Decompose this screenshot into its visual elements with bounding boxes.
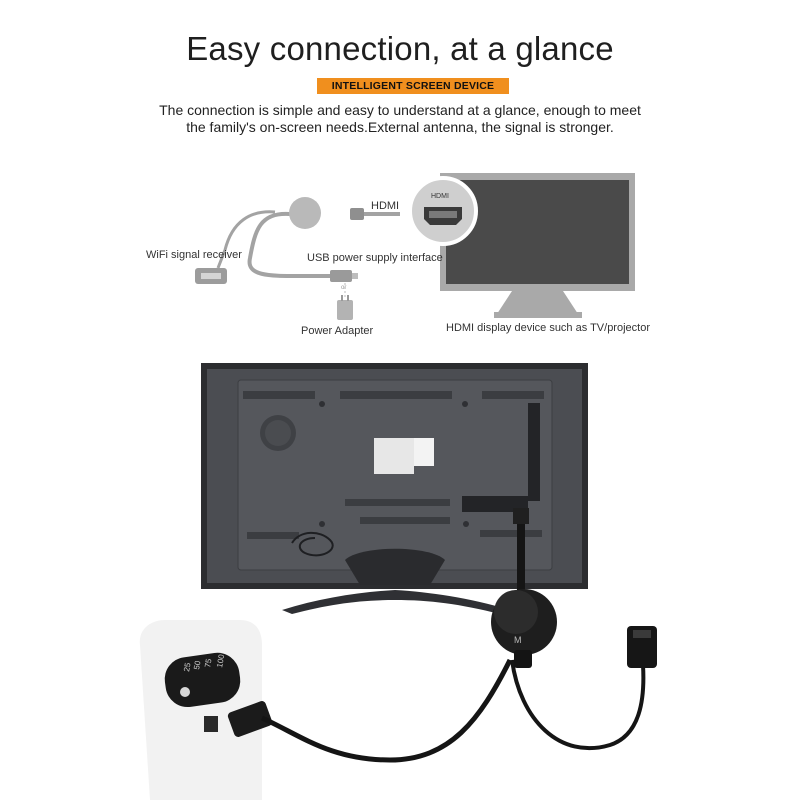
power-bank: 100 75 50 25: [139, 620, 262, 800]
tv-sticker: [374, 438, 414, 474]
tv-bottom-ports: [462, 496, 528, 512]
intelligent-device-badge: INTELLIGENT SCREEN DEVICE: [317, 78, 509, 94]
powerbank-readout-3: 25: [182, 661, 193, 672]
usb-plug: [227, 701, 273, 737]
connection-diagram: [195, 173, 635, 320]
powerbank-readout-2: 50: [192, 659, 203, 670]
power-bank-port: [204, 716, 218, 732]
photo-dongle: M: [491, 589, 557, 668]
description-line-1: The connection is simple and easy to und…: [159, 102, 641, 118]
power-cord: [291, 531, 334, 557]
or-label: or: [341, 285, 347, 291]
usb-cable: [247, 211, 330, 278]
hdmi-label: HDMI: [371, 200, 400, 212]
tv-stand-base: [282, 590, 510, 614]
photo-usb-cable: [260, 658, 513, 763]
tv-photo: [201, 363, 588, 614]
page-title: Easy connection, at a glance: [186, 30, 614, 67]
powerbank-readout-0: 100: [215, 653, 226, 668]
wifi-receiver-label: WiFi signal receiver: [146, 249, 242, 261]
photo-wifi-cable: [510, 659, 646, 751]
usb-plug-icon: [330, 270, 352, 282]
tv-side-ports: [528, 403, 540, 501]
description-line-2: the family's on-screen needs.External an…: [186, 119, 614, 135]
power-adapter-icon: [337, 300, 353, 320]
monitor-stand: [495, 291, 580, 317]
usb-power-label: USB power supply interface: [307, 252, 443, 264]
power-button-icon: [180, 687, 190, 697]
hdmi-plug-icon: [350, 208, 364, 220]
dongle-logo: M: [514, 635, 522, 645]
power-adapter-label: Power Adapter: [301, 325, 374, 337]
powerbank-readout-1: 75: [203, 657, 214, 668]
hdmi-port-label: HDMI: [431, 193, 449, 200]
tv-stand-neck: [345, 548, 445, 585]
dongle-icon: [289, 197, 321, 229]
display-device-label: HDMI display device such as TV/projector: [446, 322, 650, 334]
description: The connection is simple and easy to und…: [0, 102, 800, 136]
wifi-cable: [216, 210, 276, 269]
